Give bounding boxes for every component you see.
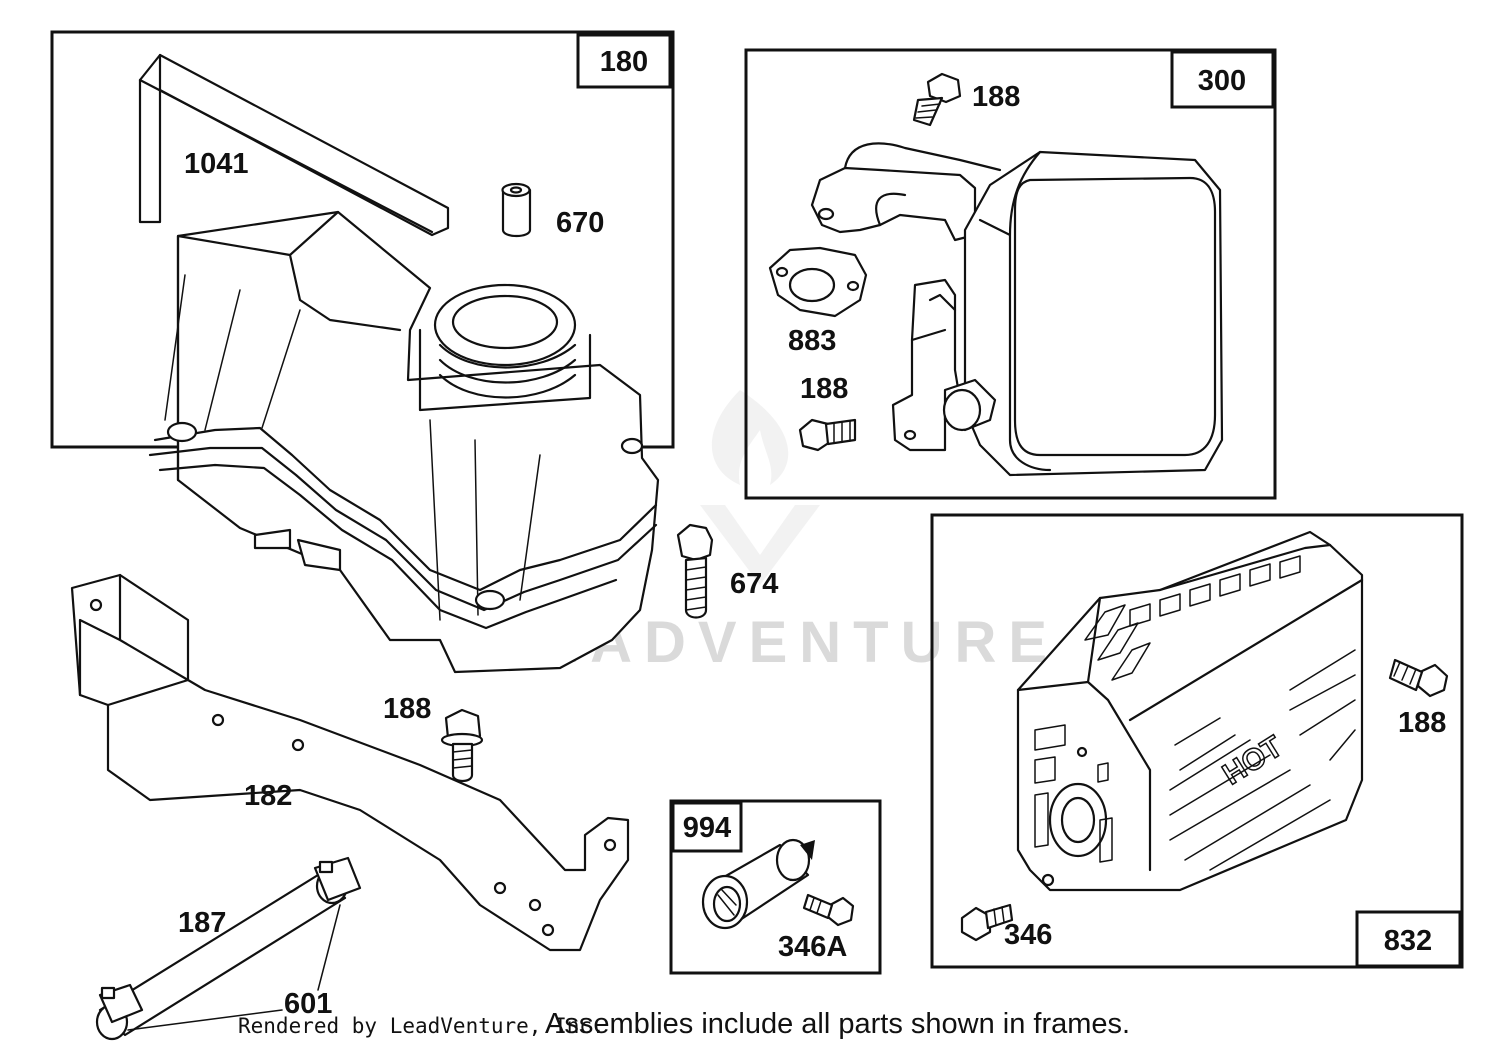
- frame-number-box: [576, 33, 672, 89]
- muffler-guard: HOT: [1016, 530, 1364, 892]
- spark-arrestor-frame: 994: [669, 799, 882, 975]
- label-187: 187: [178, 907, 226, 939]
- label-188-top: 188: [972, 81, 1020, 113]
- spacer-670: [501, 182, 532, 238]
- frame-number-box: [1355, 910, 1462, 968]
- fuel-tank: [148, 210, 660, 674]
- screw-346A: [802, 893, 855, 927]
- frame-number-180: 180: [600, 46, 648, 78]
- bolt-674: [676, 523, 714, 619]
- frame-number-832: 832: [1384, 925, 1432, 957]
- bolt-188-bracket: [440, 708, 484, 783]
- label-601: 601: [284, 988, 332, 1020]
- frame-number-994: 994: [683, 812, 731, 844]
- screw-346: [960, 903, 1014, 942]
- bolt-188-muffler-lower: [798, 418, 857, 452]
- label-670: 670: [556, 207, 604, 239]
- muffler: [810, 142, 1224, 477]
- muffler-frame-border: [744, 48, 1277, 500]
- muffler-guard-frame: 832: [930, 513, 1464, 969]
- exhaust-gasket-883: [768, 246, 868, 318]
- frame-number-box: [1170, 50, 1275, 109]
- screw-188-guard: [1388, 658, 1449, 698]
- muffler-frame: 300: [744, 48, 1277, 500]
- footer-assembly-note: Assemblies include all parts shown in fr…: [545, 1008, 1131, 1040]
- label-188-guard: 188: [1398, 707, 1446, 739]
- frame-number-box: [671, 801, 743, 853]
- label-188-bracket: 188: [383, 693, 431, 725]
- label-346: 346: [1004, 919, 1052, 951]
- label-674: 674: [730, 568, 778, 600]
- frame-number-300: 300: [1198, 65, 1246, 97]
- bolt-188-muffler-top: [912, 72, 962, 127]
- fuel-tank-bracket-182: [70, 573, 630, 952]
- fuel-tank-bracket-rod-1041: [138, 53, 450, 237]
- label-188-muffler: 188: [800, 373, 848, 405]
- spark-arrestor-frame-border: [669, 799, 882, 975]
- watermark-logo: [700, 390, 820, 585]
- label-1041: 1041: [184, 148, 249, 180]
- hose-clamp-601: [98, 856, 362, 1031]
- label-346A: 346A: [778, 931, 847, 963]
- spark-arrestor: [701, 838, 815, 930]
- label-883: 883: [788, 325, 836, 357]
- footer-rendered-by: Rendered by LeadVenture, Inc.: [238, 1014, 605, 1038]
- muffler-guard-frame-border: [930, 513, 1464, 969]
- label-182: 182: [244, 780, 292, 812]
